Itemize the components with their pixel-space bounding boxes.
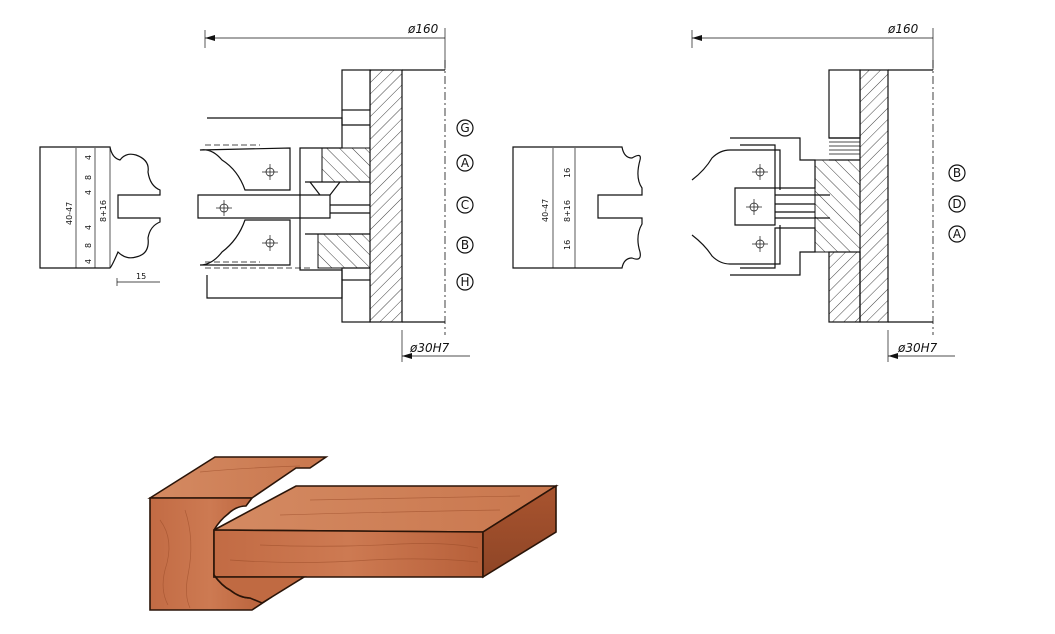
stile-lower-profile — [213, 572, 307, 604]
svg-text:16: 16 — [563, 168, 572, 178]
rail-front-face — [213, 529, 484, 578]
svg-text:H: H — [460, 275, 469, 289]
svg-text:4: 4 — [84, 225, 93, 230]
svg-text:B: B — [461, 238, 469, 252]
svg-text:4: 4 — [84, 259, 93, 264]
right-profile-block: 40-47 8+16 16 16 — [512, 146, 643, 269]
left-cutter-body — [197, 60, 446, 335]
left-labels: G A C B H — [456, 119, 474, 291]
right-labels: B D A — [948, 164, 966, 243]
svg-text:4: 4 — [84, 155, 93, 160]
left-bore-label: ø30H7 — [409, 341, 450, 355]
svg-text:4: 4 — [84, 190, 93, 195]
left-bore-dimension: ø30H7 — [401, 330, 470, 362]
svg-text:G: G — [460, 121, 469, 135]
wood-grain — [159, 465, 521, 609]
rail-end-face — [482, 484, 557, 579]
right-cutter-body — [691, 60, 934, 335]
svg-text:A: A — [953, 227, 962, 241]
svg-text:D: D — [952, 197, 961, 211]
right-bore-dimension: ø30H7 — [887, 330, 955, 362]
svg-text:16: 16 — [563, 240, 572, 250]
wood-joint-illustration — [147, 456, 559, 611]
right-diameter-label: ø160 — [887, 22, 919, 36]
left-cutter-drawing: ø160 40-47 4 8 4 8+16 4 8 4 15 — [39, 22, 474, 362]
svg-text:C: C — [461, 198, 469, 212]
right-cutter-drawing: ø160 40-47 8+16 16 16 — [512, 22, 966, 362]
left-profile-block: 40-47 4 8 4 8+16 4 8 4 15 — [39, 146, 161, 286]
svg-text:8+16: 8+16 — [563, 200, 572, 222]
svg-text:8+16: 8+16 — [99, 200, 108, 222]
svg-text:B: B — [953, 166, 961, 180]
right-diameter-dimension: ø160 — [691, 22, 934, 70]
right-bore-label: ø30H7 — [897, 341, 938, 355]
left-width-dim: 15 — [136, 272, 146, 281]
left-diameter-dimension: ø160 — [204, 22, 446, 70]
svg-text:8: 8 — [84, 243, 93, 248]
svg-text:40-47: 40-47 — [541, 199, 550, 222]
svg-text:A: A — [461, 156, 470, 170]
left-diameter-label: ø160 — [407, 22, 439, 36]
svg-text:40-47: 40-47 — [65, 202, 74, 225]
svg-text:8: 8 — [84, 175, 93, 180]
